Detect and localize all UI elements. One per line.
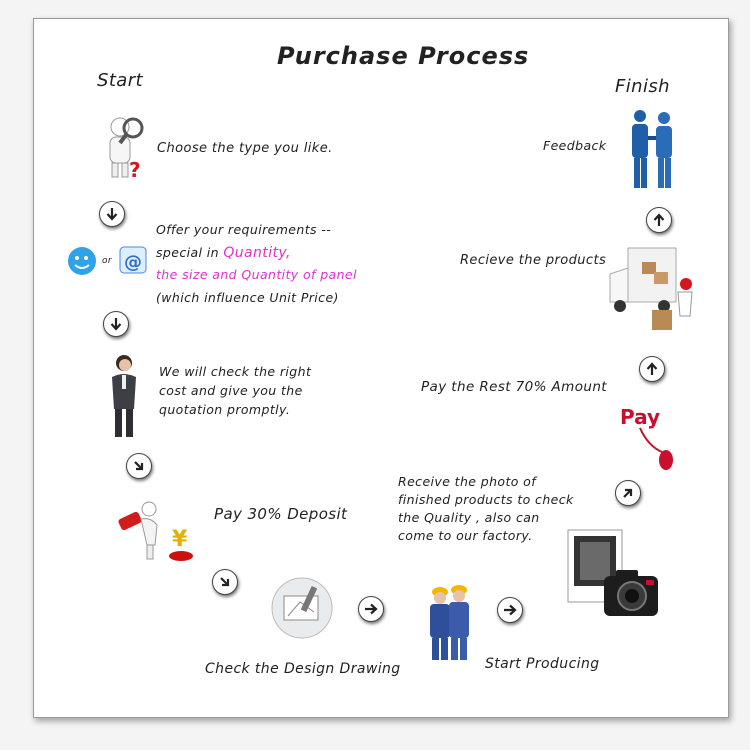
step-requirements-line1: Offer your requirements -- <box>156 222 332 237</box>
qq-chat-icon <box>68 247 96 275</box>
step-design: Check the Design Drawing <box>205 661 401 677</box>
pay-logo-text: Pay <box>620 405 660 429</box>
delivery-truck-icon <box>609 247 693 330</box>
step-quotation-line1: We will check the right <box>159 364 312 379</box>
step-feedback: Feedback <box>543 138 607 153</box>
step-photo-line3: the Quality , also can <box>398 510 540 525</box>
svg-text:?: ? <box>129 158 141 181</box>
arrow-right-icon <box>497 597 523 623</box>
handshake-icon <box>632 110 672 188</box>
camera-photo-icon <box>567 529 658 616</box>
pay-mouse-icon: Pay <box>620 405 673 470</box>
email-icon: @ <box>119 246 147 274</box>
step-receive-products: Recieve the products <box>460 253 607 268</box>
arrow-down-right-icon <box>212 569 238 595</box>
arrow-up-icon <box>639 356 665 382</box>
pay-deposit-icon <box>118 501 158 560</box>
arrow-right-icon <box>358 596 384 622</box>
arrow-down-icon <box>126 453 152 479</box>
step-producing: Start Producing <box>485 656 600 672</box>
arrow-down-icon <box>99 201 125 227</box>
arrow-up-right-icon <box>615 480 641 506</box>
step-pay-rest: Pay the Rest 70% Amount <box>421 379 607 395</box>
question-mark-icon: ? <box>129 158 141 181</box>
step-quotation-line2: cost and give you the <box>159 383 303 398</box>
business-person-icon <box>112 355 136 437</box>
step-photo-line4: come to our factory. <box>398 528 533 543</box>
requirements-highlight-size: the size and Quantity of panel <box>156 267 357 282</box>
arrow-down-icon <box>103 311 129 337</box>
or-label: or <box>102 256 113 266</box>
search-person-icon <box>109 117 144 178</box>
step-quotation-line3: quotation promptly. <box>159 402 291 417</box>
requirements-text: special in <box>156 245 219 260</box>
svg-text:@: @ <box>124 252 142 273</box>
diagram-title: Purchase Process <box>277 42 530 70</box>
design-drawing-icon <box>271 577 333 639</box>
requirements-highlight-quantity: Quantity, <box>223 245 291 261</box>
svg-text:¥: ¥ <box>172 527 188 552</box>
yen-icon: ¥ <box>169 527 193 561</box>
start-label: Start <box>97 70 143 91</box>
step-deposit: Pay 30% Deposit <box>214 505 348 523</box>
step-photo-line2: finished products to check <box>398 492 574 507</box>
step-choose-type: Choose the type you like. <box>157 141 333 156</box>
step-photo-line1: Receive the photo of <box>398 474 537 489</box>
arrow-up-icon <box>646 207 672 233</box>
step-requirements-line4: (which influence Unit Price) <box>156 290 339 305</box>
workers-icon <box>430 585 469 660</box>
step-requirements-line2: special in Quantity, <box>156 244 291 262</box>
finish-label: Finish <box>615 76 670 97</box>
